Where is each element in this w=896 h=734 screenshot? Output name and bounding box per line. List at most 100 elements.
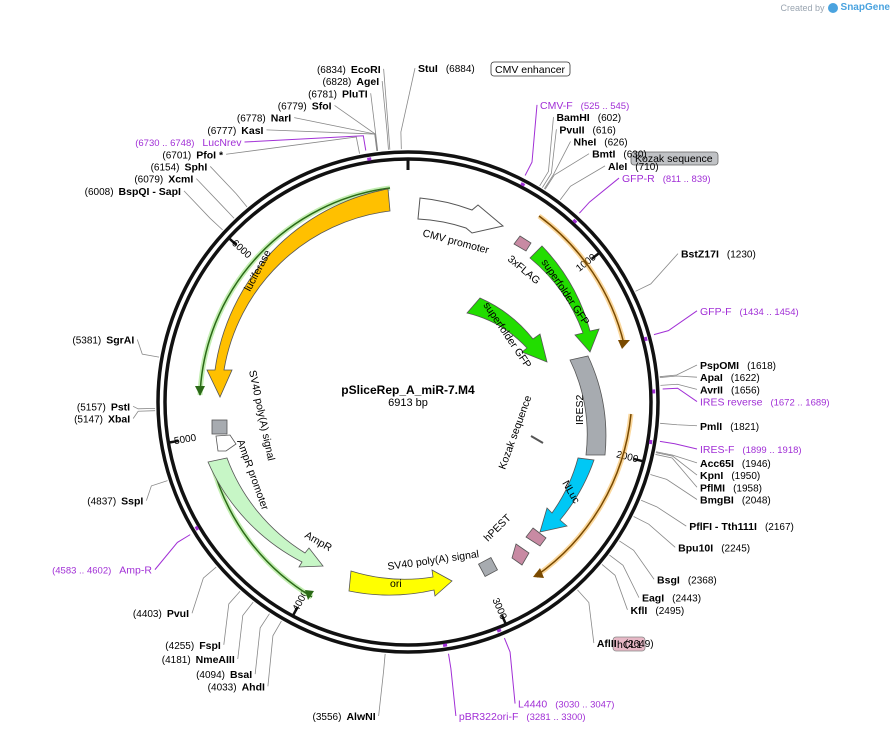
site-position: (4255) xyxy=(165,641,194,652)
site-leader xyxy=(183,190,223,231)
site-name: PflFI - Tth111I xyxy=(689,521,757,533)
site-name: Bpu10I xyxy=(678,542,713,554)
site-label: (4033)AhdI xyxy=(208,681,265,693)
site-name: AlwNI xyxy=(346,711,375,723)
site-name: AhdI xyxy=(242,681,265,693)
site-name: PspOMI xyxy=(700,360,739,372)
primer-name: IRES reverse xyxy=(700,397,763,409)
primer-mark xyxy=(442,643,448,647)
tick-mark xyxy=(227,237,237,246)
site-label: BmgBI(2048) xyxy=(700,494,771,506)
primer-name: L4440 xyxy=(518,699,547,711)
plasmid-name: pSliceRep_A_miR-7.M4 xyxy=(341,383,475,397)
site-position: (6834) xyxy=(317,65,346,76)
site-leader xyxy=(226,136,360,155)
feature-arrows xyxy=(206,188,607,597)
site-position: (6701) xyxy=(162,150,191,161)
site-label: BamHI(602) xyxy=(556,112,621,124)
site-label: PflMI(1958) xyxy=(700,482,762,494)
site-leader xyxy=(655,454,698,488)
site-label: (6834)EcoRI xyxy=(317,64,381,76)
site-name: AleI xyxy=(608,161,627,173)
site-leader xyxy=(539,117,554,187)
site-position: (2443) xyxy=(672,594,701,605)
credit-brand: SnapGene xyxy=(840,2,890,13)
site-position: (626) xyxy=(604,137,627,148)
site-position: (616) xyxy=(592,125,615,136)
primer-range: (4583 .. 4602) xyxy=(52,566,111,577)
site-label: KpnI(1950) xyxy=(700,470,760,482)
site-label: BmtI(630) xyxy=(592,149,647,161)
site-leader xyxy=(223,590,241,645)
site-label: AflII(2649) xyxy=(597,638,654,650)
primer-leader xyxy=(659,440,698,450)
primer-leader xyxy=(154,534,191,570)
tick-label: 6000 xyxy=(229,238,253,261)
callout-box-kozak xyxy=(630,151,719,166)
site-name: XcmI xyxy=(168,174,193,186)
orf-orange-arrow-1 xyxy=(618,340,630,349)
site-label: (4837)SspI xyxy=(87,496,143,508)
primer-label: IRES reverse (1672 .. 1689) xyxy=(700,397,830,409)
primer-name: GFP-R xyxy=(622,173,655,185)
site-position: (3556) xyxy=(313,712,342,723)
site-position: (630) xyxy=(623,150,646,161)
site-position: (2048) xyxy=(742,495,771,506)
site-leader xyxy=(635,253,679,292)
snapgene-logo-icon xyxy=(827,2,838,13)
primer-range: (811 .. 839) xyxy=(663,174,711,185)
primer-label: (4583 .. 4602) Amp-R xyxy=(52,565,152,577)
site-leader xyxy=(559,165,606,201)
site-position: (1618) xyxy=(747,361,776,372)
site-leader xyxy=(655,452,698,476)
site-leader xyxy=(381,81,389,150)
site-leader xyxy=(660,383,698,390)
primer-leader xyxy=(579,177,620,214)
site-name: XbaI xyxy=(108,414,130,426)
orf-orange-arrow-2 xyxy=(533,568,544,578)
site-name: SfoI xyxy=(312,100,332,112)
tick-mark xyxy=(168,439,179,444)
feature-sfgfp-outer xyxy=(529,245,600,353)
site-position: (6828) xyxy=(322,77,351,88)
primer-mark xyxy=(496,628,502,633)
site-position: (4837) xyxy=(87,497,116,508)
site-leader xyxy=(640,499,687,527)
primer-name: CMV-F xyxy=(540,100,573,112)
primer-name: LucNrev xyxy=(202,137,242,149)
primer-range: (1672 .. 1689) xyxy=(770,398,829,409)
tick-mark xyxy=(633,457,644,463)
site-label: (6778)NarI xyxy=(237,113,291,125)
leader-lines xyxy=(132,68,698,717)
site-position: (4181) xyxy=(162,655,191,666)
feature-ampr xyxy=(207,457,324,568)
site-leader xyxy=(655,451,698,464)
site-label: PvuII(616) xyxy=(559,124,615,136)
site-name: SgrAI xyxy=(106,334,134,346)
site-leader xyxy=(542,129,557,188)
primer-label: L4440(3030 .. 3047) xyxy=(518,699,614,711)
site-position: (1821) xyxy=(730,422,759,433)
callout-box-hcl1 xyxy=(612,636,646,652)
site-position: (1946) xyxy=(742,459,771,470)
tick-mark xyxy=(291,606,299,617)
primer-name: Amp-R xyxy=(119,565,152,577)
site-leader xyxy=(659,375,698,379)
site-leader xyxy=(136,339,160,358)
site-label: (3556) AlwNI xyxy=(313,711,376,723)
primer-mark xyxy=(367,157,372,161)
site-label: PmlI(1821) xyxy=(700,421,759,433)
site-label: (6828)AgeI xyxy=(322,76,379,88)
site-position: (4094) xyxy=(196,670,225,681)
primer-name: IRES-F xyxy=(700,444,734,456)
site-label: PspOMI (1618) xyxy=(700,360,776,372)
site-label: (4181)NmeAIII xyxy=(162,654,235,666)
primer-label: GFP-R (811 .. 839) xyxy=(622,173,711,185)
site-position: (6154) xyxy=(151,162,180,173)
site-name: SphI xyxy=(185,161,208,173)
feature-label-hpest: hPEST xyxy=(482,512,514,544)
callout-box-cmv-enhancer xyxy=(490,61,571,77)
site-label: BstZ17I(1230) xyxy=(681,249,756,261)
feature-sfgfp-inner xyxy=(466,297,548,363)
